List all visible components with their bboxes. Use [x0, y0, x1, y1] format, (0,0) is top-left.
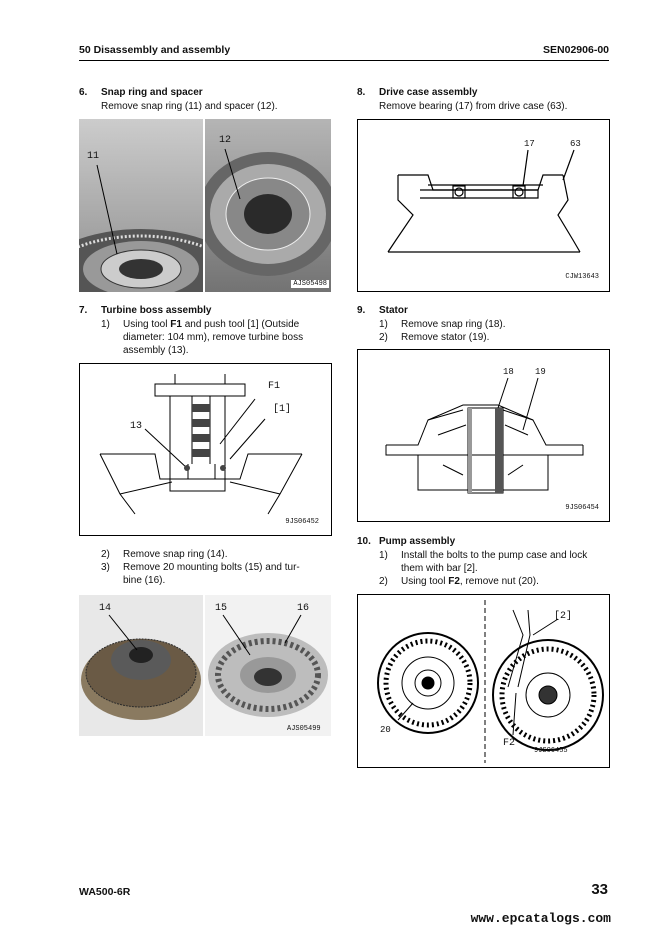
- callout-11: 11: [87, 151, 100, 162]
- step-10-1-number: 1): [379, 550, 388, 561]
- diagram-stator: 18 19 9JS06454: [357, 349, 610, 522]
- step-6-title: Snap ring and spacer: [101, 87, 203, 98]
- callout-f2: F2: [503, 738, 516, 749]
- diagram-pump: [2] 20 F2 9JS06455: [357, 594, 610, 768]
- step-9-2-text: Remove stator (19).: [401, 332, 490, 343]
- step-8-number: 8.: [357, 87, 366, 98]
- header-section-title: 50 Disassembly and assembly: [79, 44, 231, 56]
- header-doc-code: SEN02906-00: [543, 44, 609, 56]
- step-8-title: Drive case assembly: [379, 87, 478, 98]
- footer-page-number: 33: [591, 881, 608, 898]
- header-rule: [79, 60, 609, 61]
- step-7-1-number: 1): [101, 319, 110, 330]
- step-7-2-text: Remove snap ring (14).: [123, 549, 228, 560]
- callout-13: 13: [130, 421, 143, 432]
- tool-f2: F2: [448, 576, 460, 587]
- photo-snap-ring: 11: [79, 119, 203, 292]
- callout-63: 63: [570, 139, 581, 149]
- step-9-1-text: Remove snap ring (18).: [401, 319, 506, 330]
- diagram-drive-case: 17 63 CJW13643: [357, 119, 610, 292]
- callout-push-tool: [1]: [273, 404, 292, 415]
- image-code-6: AJS05498: [291, 280, 329, 288]
- callout-16: 16: [297, 603, 310, 614]
- photo-turbine: 15 16 AJS05499: [205, 595, 331, 736]
- step-6-text: Remove snap ring (11) and spacer (12).: [101, 101, 278, 112]
- footer-model: WA500-6R: [79, 886, 131, 898]
- step-7-3-number: 3): [101, 562, 110, 573]
- callout-14: 14: [99, 603, 112, 614]
- step-7-3-text: Remove 20 mounting bolts (15) and tur-bi…: [123, 562, 300, 586]
- step-8-text: Remove bearing (17) from drive case (63)…: [379, 101, 568, 112]
- callout-19: 19: [535, 367, 546, 377]
- image-code-10: 9JS06455: [534, 747, 568, 755]
- step-7-number: 7.: [79, 305, 88, 316]
- step-9-1-number: 1): [379, 319, 388, 330]
- diagram-turbine-boss: F1 [1] 13 9JS06452: [79, 363, 332, 536]
- step-6-number: 6.: [79, 87, 88, 98]
- callout-15: 15: [215, 603, 228, 614]
- image-code-9: 9JS06454: [565, 504, 599, 512]
- step-7-title: Turbine boss assembly: [101, 305, 212, 316]
- step-10-2-number: 2): [379, 576, 388, 587]
- tool-f1: F1: [170, 319, 182, 330]
- footer-site-watermark: www.epcatalogs.com: [470, 911, 611, 926]
- callout-18: 18: [503, 367, 514, 377]
- callout-f1: F1: [268, 381, 281, 392]
- step-7-2-number: 2): [101, 549, 110, 560]
- photo-spacer: 12 AJS05498: [205, 119, 331, 292]
- step-9-number: 9.: [357, 305, 366, 316]
- callout-17: 17: [524, 139, 535, 149]
- step-9-title: Stator: [379, 305, 408, 316]
- step-7-1-text: Using tool F1 and push tool [1] (Outside…: [123, 319, 304, 356]
- callout-20: 20: [380, 725, 391, 735]
- photo-snap-ring-14: 14: [79, 595, 203, 736]
- callout-bar-2: [2]: [554, 611, 573, 622]
- image-code-7: 9JS06452: [285, 518, 319, 526]
- image-code-8: CJW13643: [565, 273, 599, 281]
- image-code-7b: AJS05499: [287, 725, 321, 733]
- callout-12: 12: [219, 135, 232, 146]
- step-10-2-text: Using tool F2, remove nut (20).: [401, 576, 539, 587]
- step-10-number: 10.: [357, 536, 371, 547]
- step-10-title: Pump assembly: [379, 536, 456, 547]
- step-10-1-text: Install the bolts to the pump case and l…: [401, 550, 588, 574]
- step-9-2-number: 2): [379, 332, 388, 343]
